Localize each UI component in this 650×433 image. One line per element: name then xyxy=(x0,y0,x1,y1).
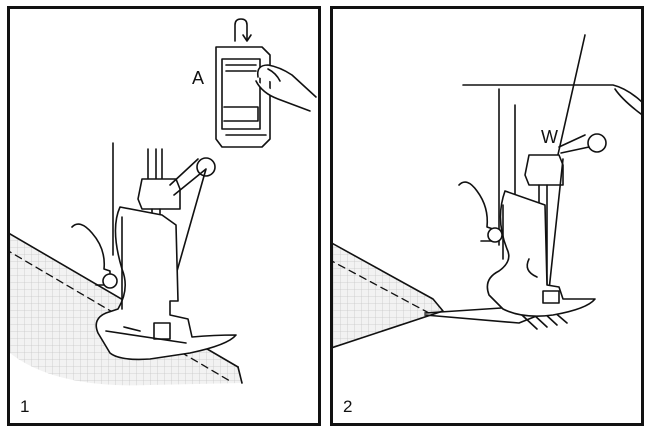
finger xyxy=(255,64,317,112)
callout-label: A xyxy=(192,68,205,88)
reverse-arrow-icon xyxy=(234,18,252,42)
presser-foot xyxy=(71,206,237,361)
presser-foot-illustration-2 xyxy=(333,34,641,349)
illustration-panel-1: A 1 xyxy=(7,6,321,426)
machine-arm xyxy=(462,84,641,246)
fabric xyxy=(333,242,444,349)
presser-foot-illustration-1 xyxy=(10,18,317,386)
presser-foot xyxy=(458,181,596,317)
panel-number: 2 xyxy=(343,397,353,416)
panel-number: 1 xyxy=(20,397,30,416)
illustration-panel-2: W 2 xyxy=(330,6,644,426)
callout-label: W xyxy=(541,127,558,147)
reverse-button xyxy=(215,46,271,148)
